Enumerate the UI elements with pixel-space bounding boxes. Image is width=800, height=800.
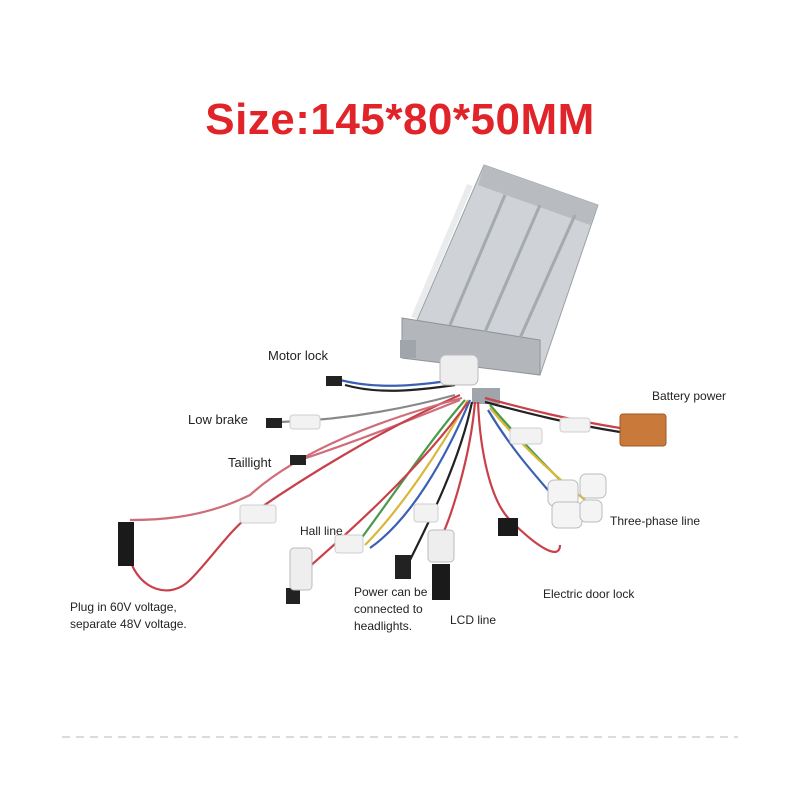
label-taillight: Taillight: [228, 455, 272, 470]
connector-headlights: [395, 555, 411, 579]
label-power-headlights-3: headlights.: [354, 619, 413, 633]
label-hall-line: Hall line: [300, 524, 343, 538]
wire-taillight: [299, 398, 461, 462]
page-title: Size:145*80*50MM: [205, 95, 595, 144]
label-battery-power: Battery power: [652, 389, 727, 403]
label-electric-door-lock: Electric door lock: [543, 587, 635, 601]
label-three-phase-line: Three-phase line: [610, 514, 701, 528]
connector-motor-lock: [326, 376, 342, 386]
label-lcd-line: LCD line: [450, 613, 497, 627]
wire-battery: [484, 396, 621, 430]
connector-lcd: [432, 564, 450, 600]
wire-harness: [128, 378, 621, 592]
connector-group: [118, 354, 667, 604]
wire-power: [409, 401, 474, 561]
connector-taillight: [290, 455, 306, 465]
label-plug-voltage-1: Plug in 60V voltage,: [70, 600, 177, 614]
wire-plug-voltage: [128, 393, 461, 592]
controller-housing: [400, 164, 599, 404]
label-plug-voltage-2: separate 48V voltage.: [70, 617, 187, 631]
battery-connector: [619, 413, 667, 447]
label-power-headlights-2: connected to: [354, 602, 423, 616]
connector-hall: [286, 588, 300, 604]
connector-plug-voltage: [118, 522, 134, 566]
label-power-headlights-1: Power can be: [354, 585, 428, 599]
wire-motor-lock: [339, 378, 456, 387]
label-motor-lock: Motor lock: [268, 348, 328, 363]
connector-door-lock: [498, 518, 518, 536]
wire-door-lock: [476, 401, 562, 553]
label-low-brake: Low brake: [188, 412, 248, 427]
connector-three-phase: [547, 473, 607, 529]
connector-low-brake: [266, 418, 282, 428]
